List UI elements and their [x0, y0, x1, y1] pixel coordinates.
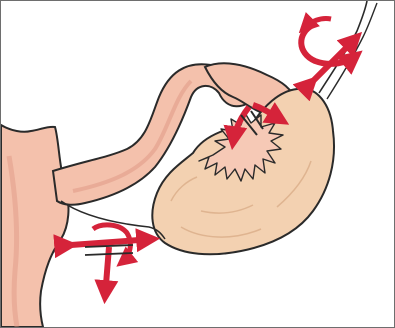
rotation-arrow-icon — [303, 18, 331, 29]
double-headed-arrow-icon — [71, 239, 153, 245]
ligament-line-2 — [327, 3, 377, 99]
ligament-rotation-arrows — [301, 18, 357, 81]
uterine-junction-arrows — [71, 225, 153, 297]
mesosalpinx-line — [61, 201, 165, 239]
uterine-wall — [1, 125, 68, 327]
